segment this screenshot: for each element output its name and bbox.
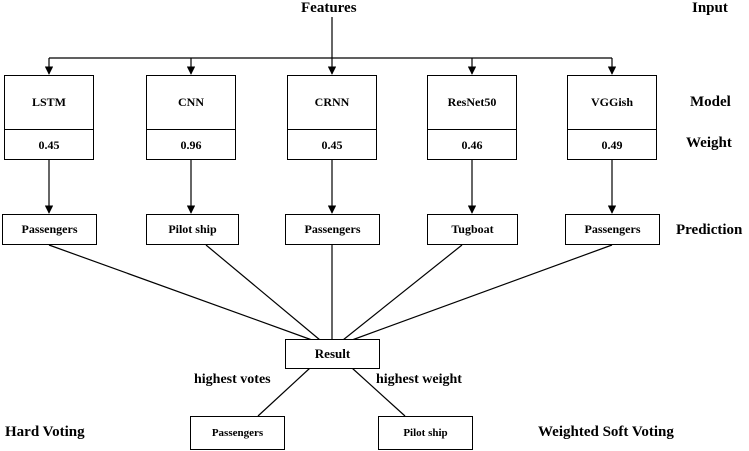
model-weight: 0.45 <box>321 137 343 152</box>
model-box-vggish: VGGish 0.49 <box>567 75 657 160</box>
hard-voting-label: Hard Voting <box>5 424 85 440</box>
highest-votes-label: highest votes <box>194 372 271 387</box>
model-name: CNN <box>147 76 235 130</box>
features-node: Features <box>301 0 357 16</box>
line-pred2-result <box>205 244 321 341</box>
line-pred1-result <box>48 244 313 341</box>
model-weight: 0.46 <box>461 137 483 152</box>
prediction-box-resnet50: Tugboat <box>427 214 518 245</box>
model-name: VGGish <box>568 76 656 130</box>
soft-voting-output-box: Pilot ship <box>378 416 473 450</box>
row-label-prediction: Prediction <box>676 222 743 238</box>
line-result-soft <box>351 367 406 417</box>
model-name: CRNN <box>288 76 376 130</box>
line-result-hard <box>257 367 311 417</box>
model-name: ResNet50 <box>428 76 516 130</box>
row-label-weight: Weight <box>686 135 732 151</box>
result-box: Result <box>285 339 380 369</box>
prediction-box-vggish: Passengers <box>565 214 660 245</box>
model-name: LSTM <box>5 76 93 130</box>
prediction-box-cnn: Pilot ship <box>146 214 239 245</box>
model-box-cnn: CNN 0.96 <box>146 75 236 160</box>
model-weight: 0.96 <box>180 137 202 152</box>
model-box-crnn: CRNN 0.45 <box>287 75 377 160</box>
prediction-box-crnn: Passengers <box>285 214 380 245</box>
line-pred4-result <box>342 244 463 341</box>
weighted-soft-voting-label: Weighted Soft Voting <box>538 424 674 440</box>
hard-voting-output-box: Passengers <box>190 416 285 450</box>
line-pred5-result <box>351 244 613 341</box>
model-weight: 0.45 <box>38 137 60 152</box>
row-label-input: Input <box>692 0 728 16</box>
highest-weight-label: highest weight <box>376 372 462 387</box>
model-box-resnet50: ResNet50 0.46 <box>427 75 517 160</box>
prediction-box-lstm: Passengers <box>2 214 97 245</box>
model-box-lstm: LSTM 0.45 <box>4 75 94 160</box>
row-label-model: Model <box>690 94 731 110</box>
model-weight: 0.49 <box>601 137 623 152</box>
